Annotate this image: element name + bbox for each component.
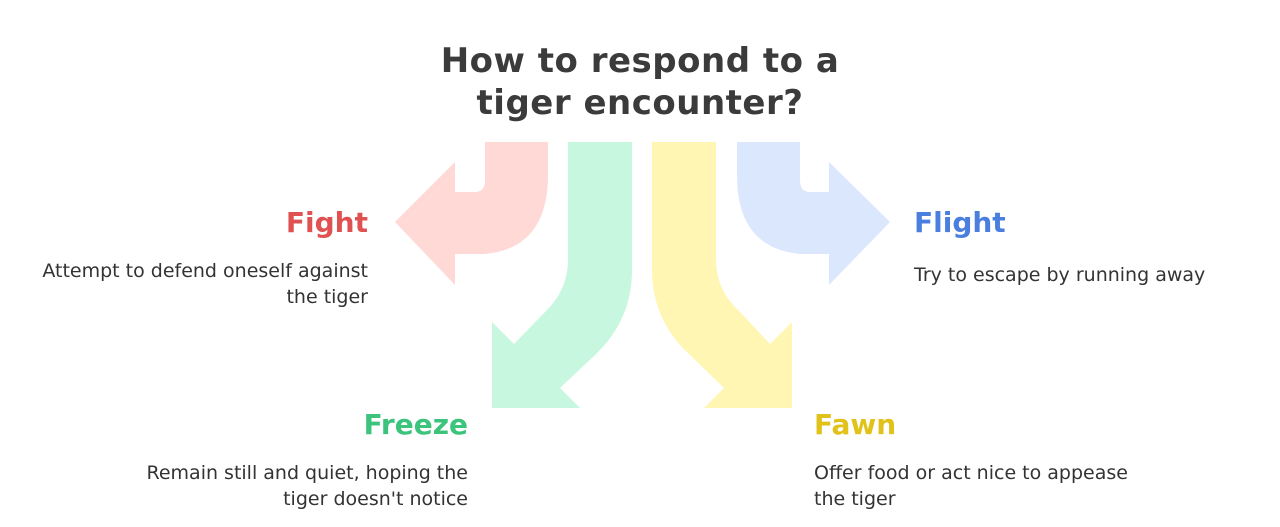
diagram-title: How to respond to a tiger encounter? (340, 40, 940, 124)
title-line-1: How to respond to a (440, 41, 840, 81)
fawn-desc-line-2: the tiger (814, 488, 896, 510)
fight-desc-line-2: the tiger (286, 286, 368, 308)
flight-description: Try to escape by running away (914, 262, 1274, 288)
fawn-heading: Fawn (814, 408, 897, 441)
freeze-arrow (492, 142, 632, 408)
fight-arrow (395, 142, 548, 285)
fawn-desc-line-1: Offer food or act nice to appease (814, 462, 1128, 484)
flight-heading: Flight (914, 206, 1006, 239)
title-line-2: tiger encounter? (476, 83, 804, 123)
freeze-heading: Freeze (363, 408, 468, 441)
fight-desc-line-1: Attempt to defend oneself against (42, 260, 368, 282)
flight-desc-line-1: Try to escape by running away (914, 264, 1206, 286)
freeze-description: Remain still and quiet, hoping the tiger… (108, 460, 469, 512)
fight-heading: Fight (285, 206, 368, 239)
freeze-desc-line-2: tiger doesn't notice (283, 488, 468, 510)
freeze-desc-line-1: Remain still and quiet, hoping the (146, 462, 469, 484)
flight-arrow (737, 142, 890, 285)
fawn-arrow (652, 142, 792, 408)
fight-description: Attempt to defend oneself against the ti… (10, 258, 368, 310)
fawn-description: Offer food or act nice to appease the ti… (814, 460, 1194, 512)
